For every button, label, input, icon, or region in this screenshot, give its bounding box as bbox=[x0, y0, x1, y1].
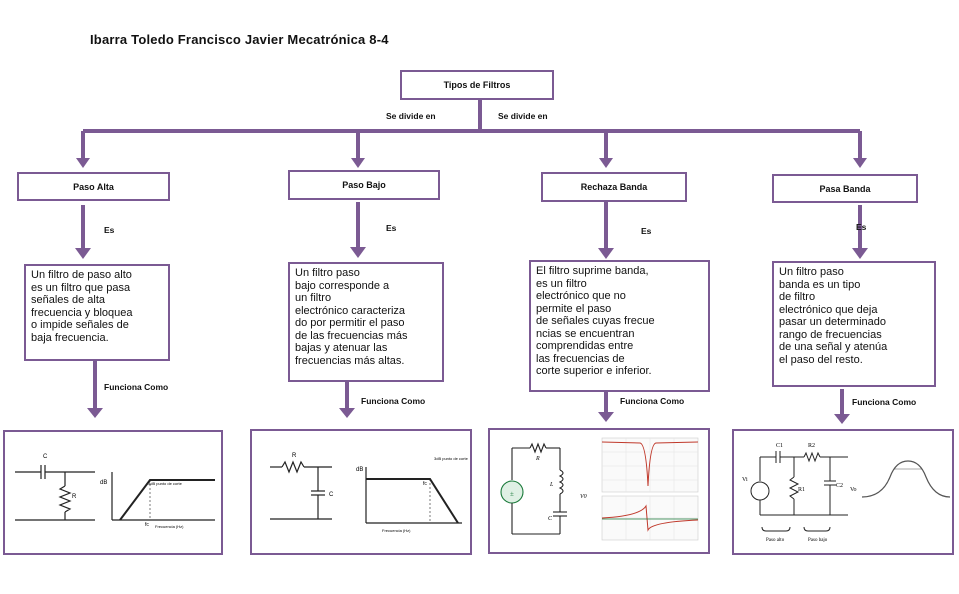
svg-text:C: C bbox=[548, 516, 553, 522]
svg-text:fc: fc bbox=[423, 481, 427, 487]
svg-text:3dB punto de corte: 3dB punto de corte bbox=[148, 481, 183, 486]
es-label-4: Es bbox=[856, 222, 867, 232]
svg-text:R1: R1 bbox=[798, 487, 805, 493]
description-pasa-banda: Un filtro paso banda es un tipo de filtr… bbox=[772, 261, 936, 387]
funciona-label-3: Funciona Como bbox=[620, 396, 685, 406]
svg-text:R: R bbox=[72, 494, 77, 500]
root-label: Tipos de Filtros bbox=[443, 80, 511, 90]
circuit-rechaza-banda: ± R L C V0 bbox=[488, 428, 710, 554]
node-paso-alta: Paso Alta bbox=[17, 172, 170, 201]
svg-text:Frecuencia (Hz): Frecuencia (Hz) bbox=[382, 528, 411, 533]
node-label: Paso Bajo bbox=[342, 180, 386, 190]
description-paso-alta: Un filtro de paso alto es un filtro que … bbox=[24, 264, 170, 361]
high-pass-circuit-diagram: C R dB 3dB punto de corte fc Frecuencia … bbox=[15, 454, 215, 529]
circuit-pasa-banda: C1 R2 R1 C2 Vi Vo Paso alto Paso bajo bbox=[732, 429, 954, 555]
node-pasa-banda: Pasa Banda bbox=[772, 174, 918, 203]
svg-text:R: R bbox=[535, 456, 540, 462]
root-node: Tipos de Filtros bbox=[400, 70, 554, 100]
node-label: Pasa Banda bbox=[819, 183, 871, 194]
low-pass-circuit-diagram: R C dB 3dB punto de corte fc Frecuencia … bbox=[270, 453, 469, 533]
svg-text:3dB punto de corte: 3dB punto de corte bbox=[434, 456, 469, 461]
description-rechaza-banda: El filtro suprime banda, es un filtro el… bbox=[529, 260, 710, 392]
svg-text:Vo: Vo bbox=[850, 487, 857, 493]
svg-text:R: R bbox=[292, 453, 297, 459]
svg-text:C: C bbox=[329, 492, 334, 498]
svg-text:Vi: Vi bbox=[742, 477, 748, 483]
node-label: Rechaza Banda bbox=[580, 182, 648, 192]
page-title: Ibarra Toledo Francisco Javier Mecatróni… bbox=[90, 32, 389, 47]
circuit-paso-alta: C R dB 3dB punto de corte fc Frecuencia … bbox=[3, 430, 223, 555]
svg-text:Paso alto: Paso alto bbox=[766, 538, 785, 543]
circuit-paso-bajo: R C dB 3dB punto de corte fc Frecuencia … bbox=[250, 429, 472, 555]
svg-text:R2: R2 bbox=[808, 443, 815, 449]
edge-label-left: Se divide en bbox=[386, 111, 436, 121]
svg-text:C1: C1 bbox=[776, 443, 783, 449]
svg-text:C2: C2 bbox=[836, 483, 843, 489]
band-stop-circuit-diagram: ± R L C V0 bbox=[500, 437, 699, 541]
description-paso-bajo: Un filtro paso bajo corresponde a un fil… bbox=[288, 262, 444, 382]
svg-text:dB: dB bbox=[100, 480, 107, 486]
svg-text:Paso bajo: Paso bajo bbox=[808, 538, 828, 543]
edge-label-right: Se divide en bbox=[498, 111, 548, 121]
funciona-label-1: Funciona Como bbox=[104, 382, 169, 392]
node-label: Paso Alta bbox=[73, 181, 114, 192]
svg-text:dB: dB bbox=[356, 467, 363, 473]
es-label-3: Es bbox=[641, 226, 652, 236]
svg-text:fc: fc bbox=[145, 522, 149, 528]
es-label-2: Es bbox=[386, 223, 397, 233]
svg-text:±: ± bbox=[510, 490, 514, 498]
band-pass-circuit-diagram: C1 R2 R1 C2 Vi Vo Paso alto Paso bajo bbox=[742, 443, 951, 543]
node-paso-bajo: Paso Bajo bbox=[288, 170, 440, 200]
funciona-label-4: Funciona Como bbox=[852, 397, 917, 407]
es-label-1: Es bbox=[104, 225, 115, 235]
svg-text:C: C bbox=[43, 454, 48, 460]
node-rechaza-banda: Rechaza Banda bbox=[541, 172, 687, 202]
svg-text:V0: V0 bbox=[580, 494, 587, 500]
svg-text:L: L bbox=[549, 482, 554, 488]
svg-text:Frecuencia (Hz): Frecuencia (Hz) bbox=[155, 524, 184, 529]
funciona-label-2: Funciona Como bbox=[361, 396, 426, 406]
